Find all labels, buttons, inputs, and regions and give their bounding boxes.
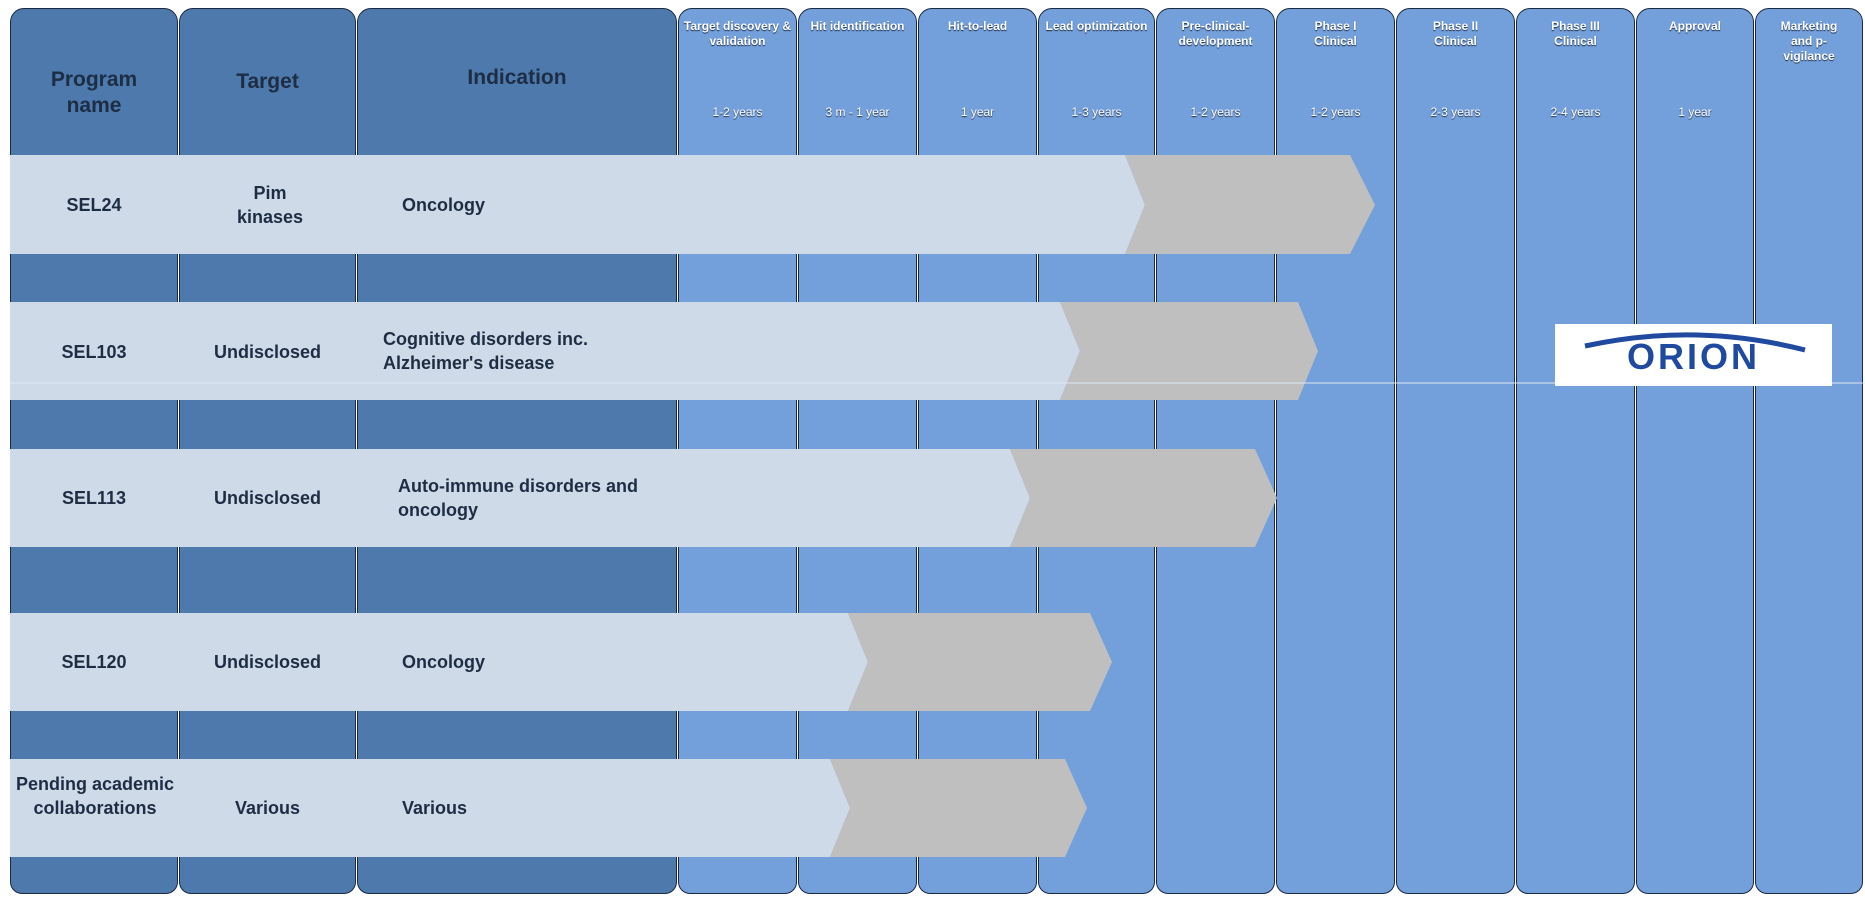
arrow-head-sel113 xyxy=(1010,449,1277,547)
logo-arc xyxy=(1584,332,1806,353)
program-target: Undisclosed xyxy=(213,488,322,508)
program-name: Pending academic collaborations xyxy=(15,774,175,818)
program-target: Undisclosed xyxy=(213,342,322,362)
arrow-body-sel24 xyxy=(10,155,1145,254)
program-indication: Various xyxy=(402,798,468,818)
program-indication: Cognitive disorders inc. Alzheimer's dis… xyxy=(383,329,589,373)
program-name: SEL103 xyxy=(61,342,127,362)
indication-header: Indication xyxy=(467,66,567,89)
stage-duration: 1-2 years xyxy=(712,105,763,119)
program-name: SEL113 xyxy=(61,488,127,508)
arrow-body-sel103 xyxy=(10,302,1080,400)
arrow-head-pending xyxy=(830,759,1087,857)
stage-column-marketing: Marketing and p-vigilance xyxy=(1755,8,1863,894)
stage-label: Hit-to-lead xyxy=(947,19,1008,33)
program-name: SEL120 xyxy=(61,652,127,672)
program-name-header: Program name xyxy=(50,68,138,117)
stage-duration: 1-2 years xyxy=(1310,105,1361,119)
stage-label: Phase I Clinical xyxy=(1314,19,1357,48)
logo-text: ORION xyxy=(1626,336,1760,377)
program-target: Undisclosed xyxy=(213,652,322,672)
stage-label: Target discovery & validation xyxy=(683,19,792,48)
program-indication: Auto-immune disorders and oncology xyxy=(398,476,639,520)
stage-label: Approval xyxy=(1668,19,1721,33)
stage-column-phase-3: Phase III Clinical 2-4 years xyxy=(1516,8,1635,894)
stage-duration: 1-2 years xyxy=(1190,105,1241,119)
arrow-head-sel24 xyxy=(1125,155,1375,254)
stage-duration: 2-4 years xyxy=(1550,105,1601,119)
stage-label: Phase III Clinical xyxy=(1551,19,1600,48)
program-target: Pim kinases xyxy=(236,183,304,227)
stage-column-approval: Approval 1 year xyxy=(1636,8,1754,894)
stage-label: Lead optimization xyxy=(1045,19,1148,33)
stage-column-phase-2: Phase II Clinical 2-3 years xyxy=(1396,8,1515,894)
arrow-head-sel120 xyxy=(848,613,1112,711)
program-name: SEL24 xyxy=(66,195,122,215)
stage-duration: 1 year xyxy=(1678,105,1712,119)
program-indication: Oncology xyxy=(402,195,486,215)
stage-label: Marketing and p-vigilance xyxy=(1780,19,1838,63)
arrow-body-sel120 xyxy=(10,613,868,711)
stage-duration: 2-3 years xyxy=(1430,105,1481,119)
arrow-head-sel103 xyxy=(1060,302,1318,400)
program-target: Various xyxy=(234,798,301,818)
stage-label: Pre-clinical-development xyxy=(1178,19,1253,48)
stage-label: Hit identification xyxy=(810,19,905,33)
arrow-body-pending xyxy=(10,759,850,857)
target-header: Target xyxy=(236,70,299,93)
arrow-body-sel113 xyxy=(10,449,1030,547)
stage-duration: 1 year xyxy=(960,105,995,119)
stage-duration: 3 m - 1 year xyxy=(825,105,890,119)
program-indication: Oncology xyxy=(402,652,486,672)
stage-label: Phase II Clinical xyxy=(1432,19,1479,48)
orion-logo: ORION xyxy=(1555,324,1832,386)
stage-duration: 1-3 years xyxy=(1071,105,1122,119)
